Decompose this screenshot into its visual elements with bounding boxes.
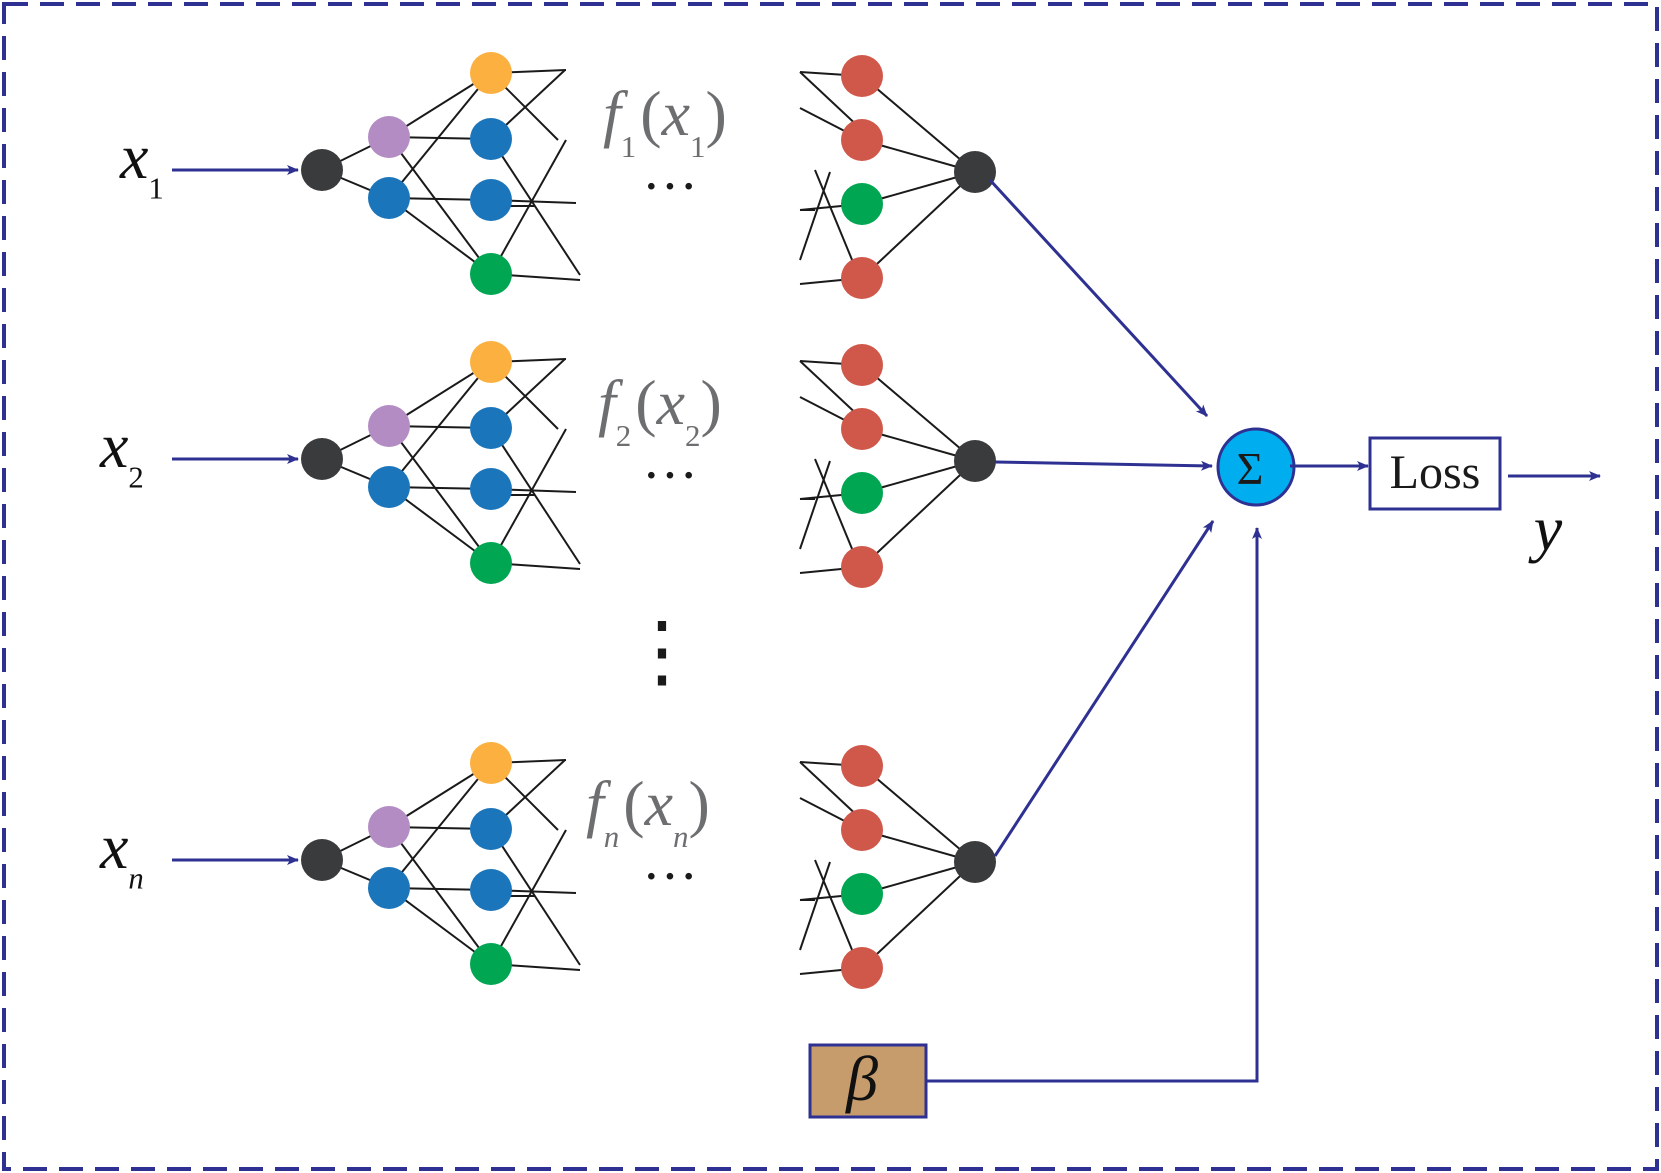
loss-label: Loss: [1390, 446, 1481, 499]
branch-2-to-sum-arrow: [994, 460, 1213, 471]
function-label-2-open-paren: (: [635, 367, 656, 438]
hidden-node-blue-3: [368, 867, 410, 909]
hidden-node-blue-2a-3: [470, 808, 512, 850]
hidden-node-red-b-2: [841, 408, 883, 450]
hidden-node-red-a-1: [841, 55, 883, 97]
function-label-1-open-paren: (: [640, 78, 661, 149]
input-label-1-subscript: 1: [148, 171, 163, 205]
function-label-2: f2(x2): [598, 367, 722, 453]
hidden-node-blue-2: [368, 466, 410, 508]
function-label-2-f-sub: 2: [616, 418, 632, 453]
input-label-1-base: x: [119, 121, 148, 192]
input-node-2: [301, 438, 343, 480]
hidden-node-purple-1: [368, 116, 410, 158]
function-label-1-close-paren: ): [706, 78, 727, 149]
hidden-node-orange-3: [470, 742, 512, 784]
hidden-node-red-a-2: [841, 344, 883, 386]
hidden-node-purple-2: [368, 405, 410, 447]
input-label-3: xn: [99, 811, 144, 895]
ellipsis-2: ···: [642, 445, 698, 507]
summation-node-icon: Σ: [1216, 427, 1296, 507]
input-node-1: [301, 149, 343, 191]
input-label-1: x1: [119, 121, 164, 205]
input-label-3-base: x: [99, 811, 128, 882]
hidden-node-green-2: [470, 542, 512, 584]
hidden-node-orange-1: [470, 52, 512, 94]
function-label-1: f1(x1): [603, 78, 727, 164]
output-node-1: [954, 151, 996, 193]
function-label-3-close-paren: ): [689, 768, 710, 839]
function-label-1-arg-var: x: [661, 78, 690, 149]
input-label-2-subscript: 2: [128, 460, 143, 494]
vertical-ellipsis: ⋮: [622, 608, 702, 696]
function-label-2-arg-sub: 2: [685, 418, 701, 453]
hidden-node-purple-3: [368, 806, 410, 848]
output-label: y: [1528, 493, 1563, 564]
hidden-node-blue-2b-3: [470, 869, 512, 911]
function-label-3: fn(xn): [586, 768, 710, 854]
output-node-3: [954, 841, 996, 883]
function-label-1-f-sub: 1: [621, 129, 637, 164]
hidden-node-red-b-1: [841, 119, 883, 161]
beta-box: β: [808, 1043, 928, 1119]
branch-1-to-sum-arrow: [988, 178, 1209, 418]
function-label-2-arg-var: x: [656, 367, 685, 438]
hidden-node-red-c-1: [841, 257, 883, 299]
ellipsis-3: ···: [642, 846, 698, 908]
hidden-node-orange-2: [470, 341, 512, 383]
hidden-node-green-1: [470, 253, 512, 295]
hidden-node-green-r-2: [841, 472, 883, 514]
hidden-node-green-r-1: [841, 183, 883, 225]
hidden-node-red-b-3: [841, 809, 883, 851]
beta-to-sum-arrow: [926, 527, 1262, 1083]
function-label-3-open-paren: (: [623, 768, 644, 839]
function-label-3-arg-var: x: [644, 768, 673, 839]
hidden-node-blue-2a-1: [470, 118, 512, 160]
ellipsis-1: ···: [642, 156, 698, 218]
output-node-2: [954, 440, 996, 482]
function-label-3-arg-sub: n: [673, 819, 689, 854]
hidden-node-red-c-2: [841, 546, 883, 588]
branch-n-to-sum-arrow: [993, 520, 1215, 857]
hidden-node-red-a-3: [841, 745, 883, 787]
beta-label: β: [844, 1043, 878, 1114]
sum-symbol: Σ: [1237, 443, 1264, 494]
hidden-node-blue-2a-2: [470, 407, 512, 449]
loss-box: Loss: [1368, 436, 1502, 511]
input-label-3-subscript: n: [128, 861, 143, 895]
hidden-node-blue-2b-2: [470, 468, 512, 510]
function-label-2-close-paren: ): [701, 367, 722, 438]
hidden-node-red-c-3: [841, 947, 883, 989]
input-label-2: x2: [99, 410, 144, 494]
hidden-node-green-3: [470, 943, 512, 985]
function-label-1-arg-sub: 1: [690, 129, 706, 164]
input-label-2-base: x: [99, 410, 128, 481]
hidden-node-blue-2b-1: [470, 179, 512, 221]
function-label-3-f-sub: n: [604, 819, 620, 854]
input-node-3: [301, 839, 343, 881]
hidden-node-green-r-3: [841, 873, 883, 915]
hidden-node-blue-1: [368, 177, 410, 219]
